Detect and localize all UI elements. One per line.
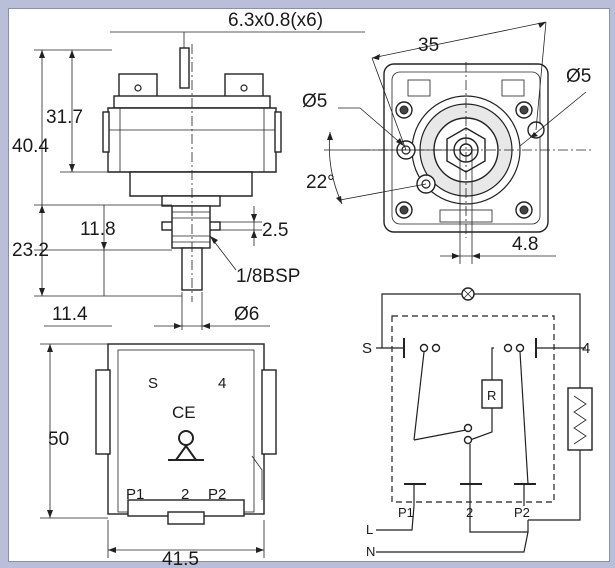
schematic-p2-label: P2	[514, 505, 530, 520]
height-total-label: 40.4	[12, 136, 49, 157]
front-p1-label: P1	[126, 486, 144, 503]
front-view: S 4 CE P1 2 P2 50 41.5	[40, 343, 277, 568]
schematic-n-label: N	[366, 544, 375, 559]
schematic-l-label: L	[366, 522, 373, 537]
height-body-label: 31.7	[46, 107, 83, 128]
wiring-schematic: S 4 R P1 2 P2 L	[362, 287, 593, 559]
angle-label: 22°	[306, 172, 335, 193]
shaft-step-label: 11.8	[80, 219, 116, 240]
approval-symbol-icon	[168, 430, 204, 461]
shaft-length-label: 23.2	[12, 240, 49, 261]
shaft-dia-label: Ø6	[234, 304, 259, 325]
front-width-label: 41.5	[162, 549, 199, 568]
front-2-label: 2	[181, 486, 189, 503]
flat-label: 4.8	[512, 234, 538, 255]
nut-label: 2.5	[262, 220, 288, 241]
front-p2-label: P2	[208, 486, 226, 503]
ce-mark: CE	[172, 403, 196, 422]
shaft-tip-label: 11.4	[52, 304, 88, 325]
hole-dia-left-label: Ø5	[302, 91, 327, 112]
terminal-spec-label: 6.3x0.8(x6)	[228, 10, 323, 31]
schematic-p1-label: P1	[398, 505, 414, 520]
side-view: 6.3x0.8(x6) 31.7 40.4 11.8 23.2 11.4 2.5	[12, 10, 365, 330]
front-4-label: 4	[218, 375, 226, 392]
top-view: 35 Ø5 Ø5 22° 4.8	[302, 21, 592, 264]
schematic-s-label: S	[362, 340, 372, 357]
hole-spacing-label: 35	[418, 35, 439, 56]
front-s-label: S	[148, 375, 158, 392]
thread-label: 1/8BSP	[236, 266, 300, 287]
resistor-label: R	[487, 388, 496, 403]
front-height-label: 50	[48, 429, 69, 450]
schematic-4-label: 4	[582, 340, 590, 357]
hole-dia-right-label: Ø5	[566, 66, 591, 87]
